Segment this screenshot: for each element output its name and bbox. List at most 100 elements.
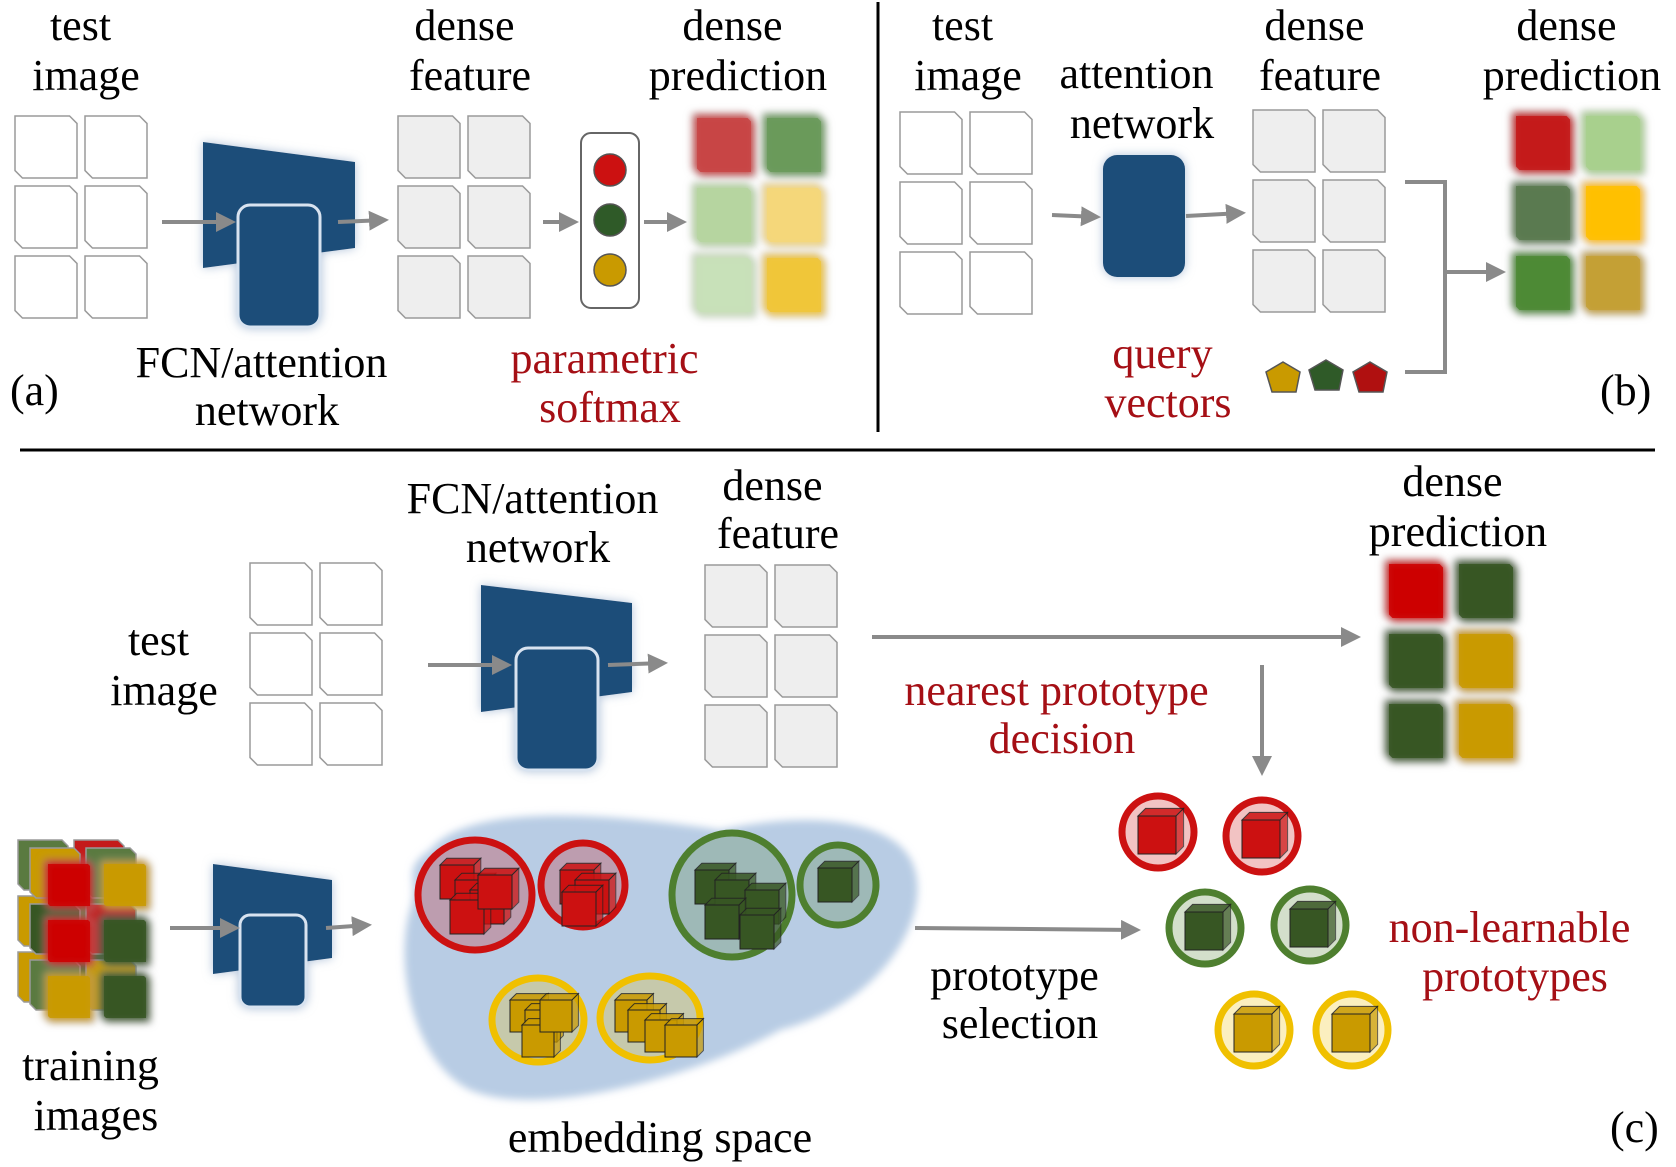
training-tile <box>99 859 151 911</box>
grid-cell <box>14 115 78 179</box>
grid-cell <box>397 185 461 249</box>
embedding-cube <box>663 1017 705 1059</box>
grid-cell <box>1322 109 1386 173</box>
embedding-cube <box>1183 903 1232 952</box>
grid-cell <box>692 253 756 317</box>
embedding-cube <box>538 992 580 1034</box>
embedding-cube <box>476 866 521 911</box>
dense-prediction-label-a: dense prediction <box>649 1 827 100</box>
embedding-cube <box>1136 807 1185 856</box>
attention-network-icon-b <box>1103 155 1185 277</box>
grid-cell <box>762 253 826 317</box>
grid-cell <box>899 111 963 175</box>
arrow-a2 <box>337 210 389 231</box>
panel-b-tag: (b) <box>1600 366 1651 415</box>
grid-cell <box>84 115 148 179</box>
training-tile <box>99 915 151 967</box>
grid-cell <box>899 181 963 245</box>
grid-cell <box>319 702 383 766</box>
grid-cell <box>762 183 826 247</box>
embedding-cube <box>816 859 861 904</box>
dense-feature-label-a: dense feature <box>409 1 531 100</box>
grid-cell <box>249 632 313 696</box>
grid-cell <box>14 185 78 249</box>
grid-cell <box>1581 181 1645 245</box>
softmax-label: parametric softmax <box>510 334 709 432</box>
grid-cell <box>899 251 963 315</box>
embedding-cube <box>1232 1005 1281 1054</box>
embedding-space-label: embedding space <box>508 1113 812 1162</box>
grid-cell <box>704 564 768 628</box>
grid-cell <box>704 634 768 698</box>
grid-cell <box>1581 251 1645 315</box>
panel-a-tag: (a) <box>10 366 59 415</box>
test-image-grid-b <box>899 111 1033 315</box>
grid-cell <box>319 562 383 626</box>
test-image-grid-a <box>14 115 148 319</box>
dense-feature-grid-b <box>1252 109 1386 313</box>
grid-cell <box>1511 251 1575 315</box>
grid-cell <box>467 255 531 319</box>
test-image-grid-c <box>249 562 383 766</box>
grid-cell <box>1384 629 1448 693</box>
dense-feature-grid-a <box>397 115 531 319</box>
grid-cell <box>1454 559 1518 623</box>
embedding-cube <box>738 906 783 951</box>
grid-cell <box>14 255 78 319</box>
grid-cell <box>774 564 838 628</box>
dense-feature-label-c: dense feature <box>717 461 839 558</box>
fcn-attention-network-icon-a <box>203 142 355 329</box>
embedding-cube <box>560 883 605 928</box>
panel-b: test image attention network dense featu… <box>899 1 1661 427</box>
panel-a: test image dense feature dense predictio… <box>10 1 827 435</box>
embedding-cube <box>1288 900 1337 949</box>
panel-c-tag: (c) <box>1610 1103 1659 1152</box>
embedding-cube <box>1330 1005 1379 1054</box>
test-image-label-c: test image <box>110 616 218 715</box>
dense-prediction-grid-b <box>1511 111 1645 315</box>
grid-cell <box>84 255 148 319</box>
network-label-a: FCN/attention network <box>136 338 399 435</box>
arrow-b2 <box>1185 203 1246 224</box>
dense-prediction-grid-c <box>1384 559 1518 763</box>
query-vectors-label: query vectors <box>1104 329 1231 427</box>
panel-c: FCN/attention network dense feature dens… <box>17 457 1659 1162</box>
test-image-label-b: test image <box>914 1 1022 100</box>
training-tile <box>43 971 95 1023</box>
test-image-label-a: test image <box>32 1 140 100</box>
arrow-c7 <box>914 919 1141 940</box>
attention-network-label-b: attention network <box>1060 49 1225 148</box>
grid-cell <box>319 632 383 696</box>
embedding-clusters <box>414 829 880 1066</box>
grid-cell <box>397 255 461 319</box>
grid-cell <box>969 111 1033 175</box>
grid-cell <box>84 185 148 249</box>
query-vector-icons <box>1265 359 1388 393</box>
grid-cell <box>969 251 1033 315</box>
arrow-b1 <box>1051 206 1101 227</box>
grid-cell <box>1252 179 1316 243</box>
grid-cell <box>969 181 1033 245</box>
grid-cell <box>774 634 838 698</box>
grid-cell <box>249 562 313 626</box>
dense-prediction-grid-a <box>692 113 826 317</box>
grid-cell <box>249 702 313 766</box>
embedding-cube <box>1240 811 1289 860</box>
grid-cell <box>397 115 461 179</box>
grid-cell <box>774 704 838 768</box>
grid-cell <box>1581 111 1645 175</box>
grid-cell <box>1322 249 1386 313</box>
grid-cell <box>467 115 531 179</box>
grid-cell <box>704 704 768 768</box>
non-learnable-prototypes <box>1118 792 1392 1070</box>
grid-cell <box>1252 249 1316 313</box>
grid-cell <box>1454 629 1518 693</box>
training-tile <box>99 971 151 1023</box>
network-label-c: FCN/attention network <box>407 474 670 572</box>
grid-cell <box>467 185 531 249</box>
grid-cell <box>762 113 826 177</box>
dense-prediction-label-b: dense prediction <box>1483 1 1661 100</box>
grid-cell <box>1511 111 1575 175</box>
dense-feature-grid-c <box>704 564 838 768</box>
